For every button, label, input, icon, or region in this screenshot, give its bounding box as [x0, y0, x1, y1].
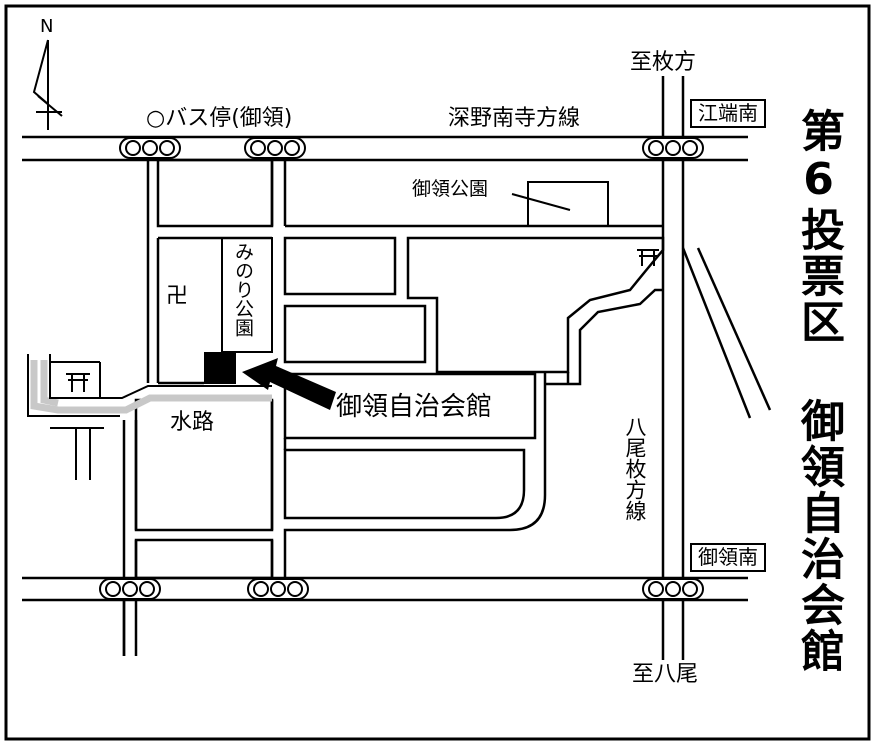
north-label: N	[40, 16, 54, 37]
destination-building	[204, 352, 236, 384]
goryo-park-area	[511, 181, 609, 227]
intersection-south-label: 御領南	[690, 543, 766, 572]
road-upper-label: 深野南寺方線	[448, 106, 581, 131]
direction-south-label: 至八尾	[632, 662, 699, 687]
direction-north-label: 至枚方	[630, 50, 697, 75]
district-title: 第6投票区	[793, 108, 844, 345]
waterway	[30, 360, 272, 414]
map-frame	[4, 4, 871, 741]
shrine-icon-right	[637, 249, 659, 266]
bus-stop-label: ○バス停(御領)	[146, 106, 293, 131]
shrine-icon-left	[66, 373, 90, 392]
park-goryo-label: 御領公園	[412, 178, 489, 200]
bus-stop-markers-lower	[99, 578, 704, 600]
destination-arrow-icon	[242, 358, 336, 410]
road-vertical-label: 八尾枚方線	[623, 416, 647, 521]
waterway-label: 水路	[170, 410, 215, 435]
intersection-north-label: 江端南	[690, 99, 766, 128]
hall-title: 御領自治会館	[793, 398, 844, 674]
minori-park-area	[221, 237, 273, 353]
park-minori-label: みのり公園	[232, 242, 254, 337]
road-diagonal	[681, 247, 772, 419]
temple-icon: 卍	[166, 284, 189, 309]
bus-stop-markers-upper	[119, 137, 704, 159]
destination-label: 御領自治会館	[336, 392, 493, 422]
road-vertical	[661, 76, 685, 660]
waterway-outline	[27, 354, 272, 480]
north-arrow-icon	[32, 39, 63, 130]
